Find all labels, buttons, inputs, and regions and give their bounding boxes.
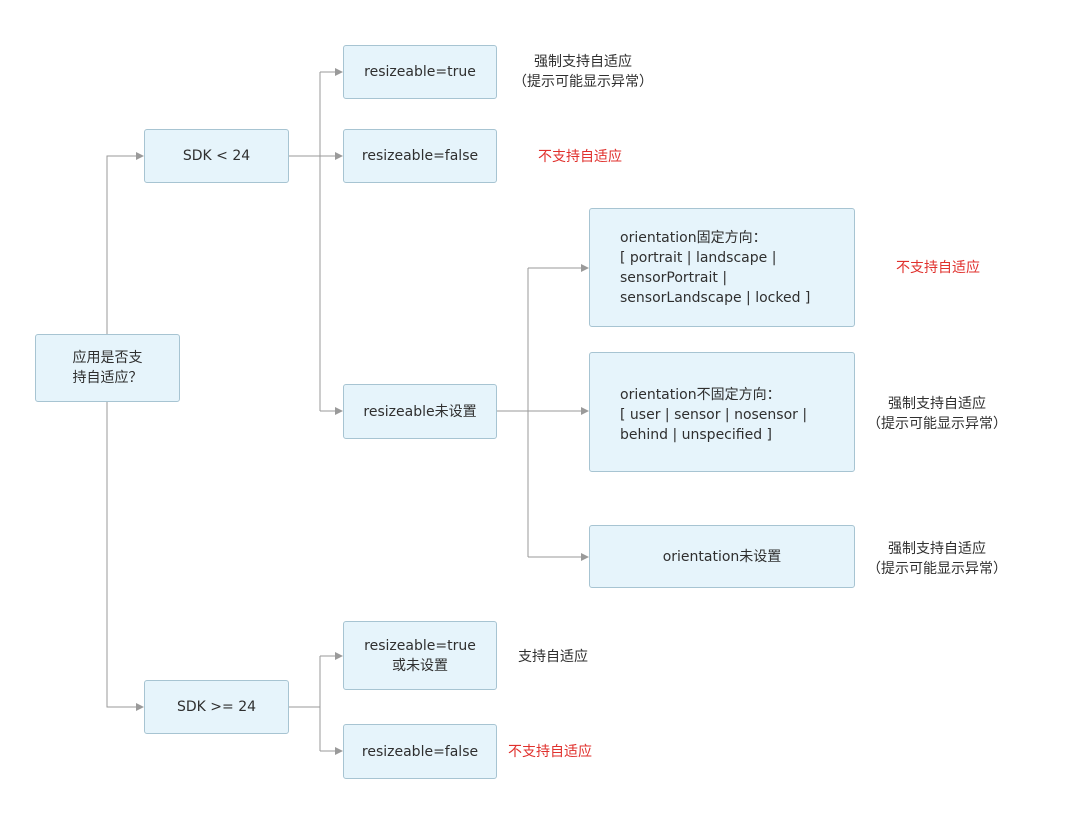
- arrowhead: [335, 747, 343, 755]
- arrowhead: [335, 652, 343, 660]
- ge-resizeable-true-node: resizeable=true 或未设置: [343, 621, 497, 690]
- outcome-orientation-fixed: 不支持自适应: [896, 260, 980, 276]
- lt-resizeable-true-node: resizeable=true: [343, 45, 497, 99]
- connector-unset-trunk: [496, 268, 529, 557]
- arrowhead: [335, 152, 343, 160]
- orientation-fixed-node: orientation固定方向： [ portrait | landscape …: [589, 208, 855, 327]
- outcome-lt-true: 强制支持自适应 （提示可能显示异常）: [513, 54, 653, 90]
- sdk-lt-24-node: SDK < 24: [144, 129, 289, 183]
- orientation-not-fixed-node: orientation不固定方向： [ user | sensor | nose…: [589, 352, 855, 472]
- outcome-orientation-not-fixed: 强制支持自适应 （提示可能显示异常）: [867, 396, 1007, 432]
- arrowhead: [581, 553, 589, 561]
- outcome-lt-false: 不支持自适应: [538, 149, 622, 165]
- outcome-ge-false: 不支持自适应: [508, 744, 592, 760]
- arrowhead: [581, 407, 589, 415]
- connector-sdk-ge-24-trunk: [288, 656, 321, 751]
- arrowhead: [136, 703, 144, 711]
- connector-root-to-sdk-lt-24: [106, 155, 137, 334]
- ge-resizeable-false-node: resizeable=false: [343, 724, 497, 779]
- lt-resizeable-unset-node: resizeable未设置: [343, 384, 497, 439]
- arrowhead: [581, 264, 589, 272]
- sdk-ge-24-node: SDK >= 24: [144, 680, 289, 734]
- outcome-ge-true: 支持自适应: [518, 649, 588, 665]
- outcome-orientation-unset: 强制支持自适应 （提示可能显示异常）: [867, 541, 1007, 577]
- arrowhead: [136, 152, 144, 160]
- orientation-unset-node: orientation未设置: [589, 525, 855, 588]
- lt-resizeable-false-node: resizeable=false: [343, 129, 497, 183]
- arrowhead: [335, 407, 343, 415]
- root-node: 应用是否支 持自适应？: [35, 334, 180, 402]
- connector-root-to-sdk-ge-24: [106, 402, 137, 708]
- arrowhead: [335, 68, 343, 76]
- connector-sdk-lt-24-trunk: [288, 72, 321, 411]
